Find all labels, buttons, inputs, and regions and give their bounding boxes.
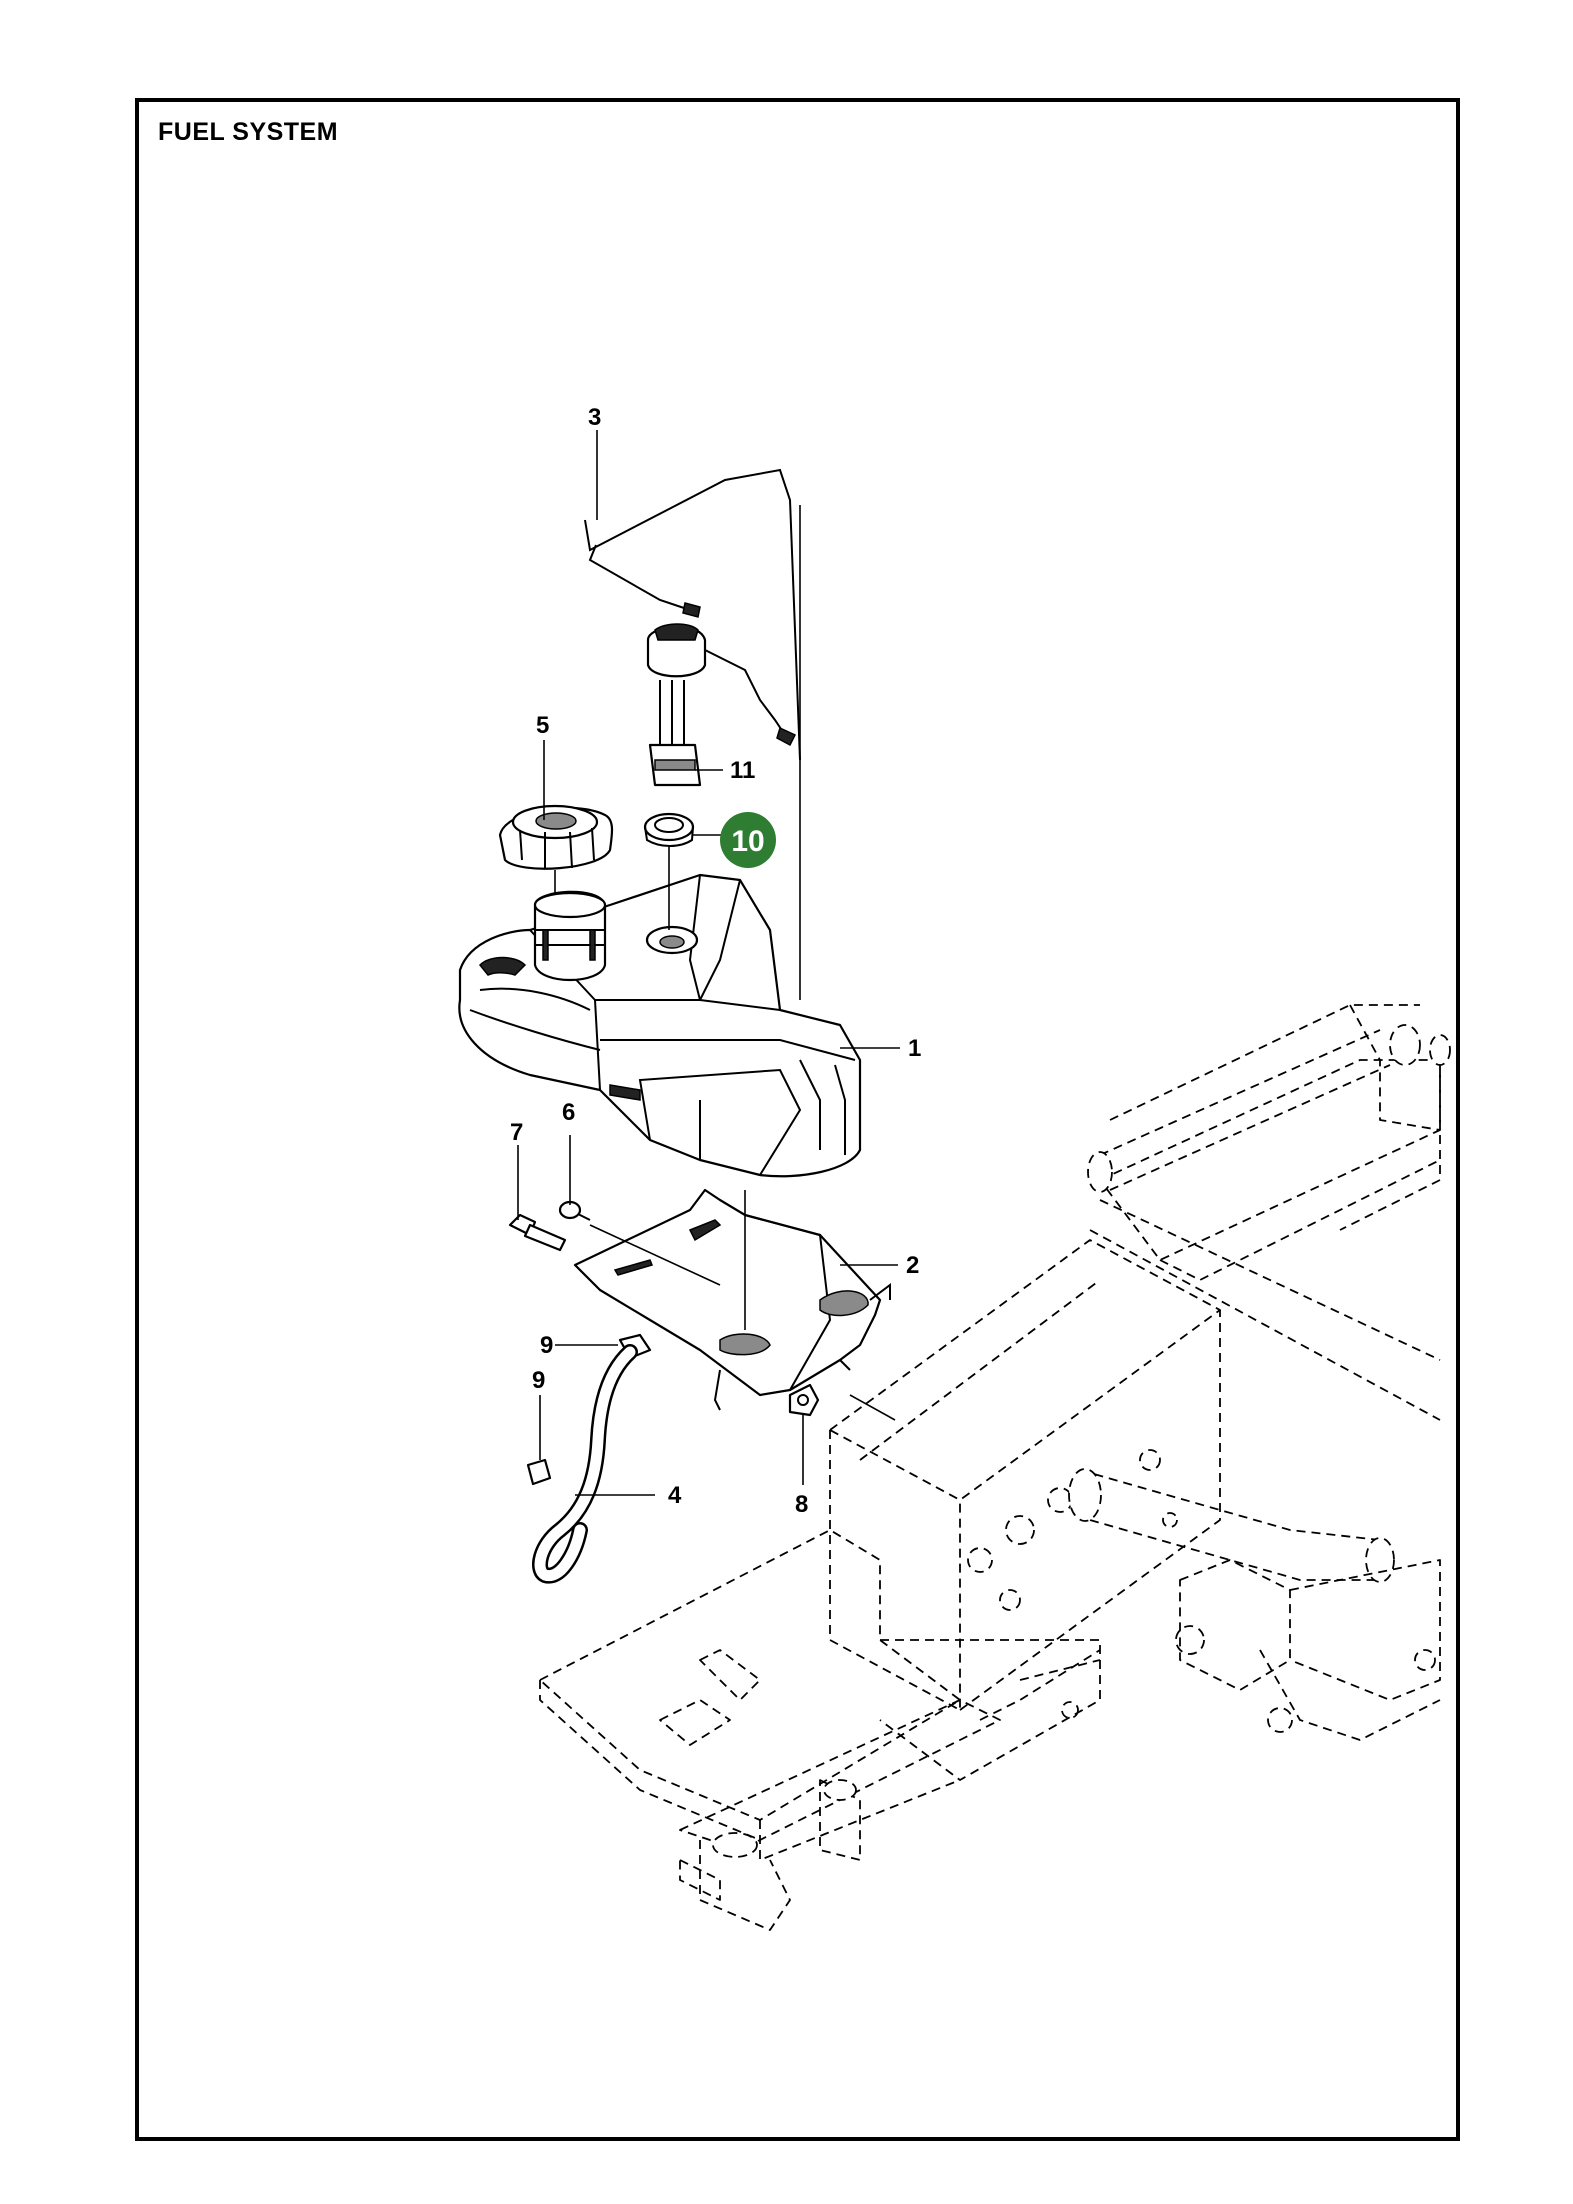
part-4-fuel-hose [532,1344,638,1584]
callout-10: 10 [731,825,764,858]
callout-10-highlight [720,812,776,868]
part-2-bracket [573,1188,891,1411]
callout-4: 4 [668,1482,682,1509]
callout-1: 1 [908,1035,921,1062]
callout-5: 5 [536,712,549,739]
callout-8: 8 [795,1491,808,1518]
part-8-nut [788,1383,820,1417]
diagram-frame [135,98,1460,2141]
part-3-wire [584,468,801,761]
callout-2: 2 [906,1252,919,1279]
part-5-fuel-cap [498,804,614,870]
chassis-frame [539,1004,1451,1931]
callout-3: 3 [588,404,601,431]
callout-9-upper: 9 [540,1332,553,1359]
part-10-grommet [643,812,695,847]
callout-6: 6 [562,1099,575,1126]
part-9-clamp-lower [526,1458,552,1486]
callouts: 1 2 3 4 5 6 7 8 9 9 10 11 [510,404,921,1518]
callout-7: 7 [510,1119,523,1146]
part-7-bolt [508,1213,567,1252]
callout-9-lower: 9 [532,1367,545,1394]
page-title: FUEL SYSTEM [158,118,339,146]
leader-lines [517,430,900,1496]
part-11-sender [646,623,797,787]
part-1-fuel-tank [458,873,862,1178]
part-6-screw [558,1200,591,1221]
callout-11: 11 [730,757,755,784]
